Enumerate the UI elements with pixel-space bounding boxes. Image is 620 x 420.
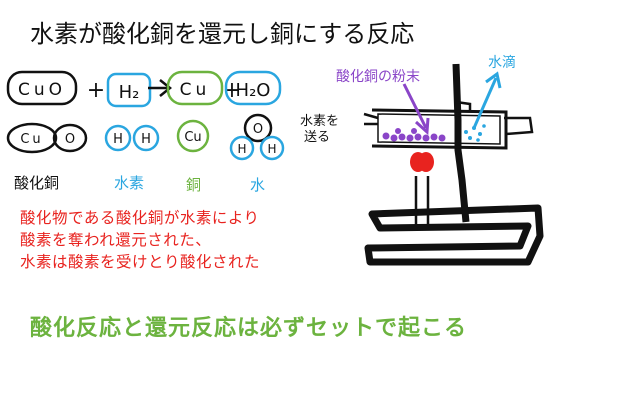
- hydrogen-inlet: [363, 112, 379, 126]
- molecule-models: Cu O H H Cu O H H: [6, 113, 285, 161]
- label-hydrogen-feed-1: 水素を: [300, 114, 340, 129]
- water-h-atom-left-label: H: [237, 142, 246, 156]
- water-h-atom-left: [229, 135, 255, 161]
- tube-outlet: [504, 116, 534, 136]
- h2-formula: H₂: [119, 82, 140, 103]
- stand-base: [364, 204, 544, 266]
- equation-row: CuO + H₂ Cu + H₂O: [6, 70, 282, 108]
- reaction-arrow-head: [159, 79, 173, 97]
- label-hydrogen-feed-2: 送る: [304, 130, 331, 145]
- h-atom-left: [104, 124, 132, 152]
- powder-pointer-arrowhead: [414, 117, 430, 136]
- burner-body: [414, 176, 430, 226]
- label-water-droplet: 水滴: [488, 55, 516, 71]
- water-h-atom-right: [259, 135, 285, 161]
- cuo-o-atom-label: O: [65, 132, 75, 147]
- h-atom-left-label: H: [113, 132, 123, 147]
- water-o-atom: [243, 113, 273, 143]
- water-o-atom-label: O: [253, 122, 263, 137]
- label-copper: 銅: [186, 176, 202, 194]
- cu-formula: Cu: [180, 80, 211, 100]
- label-copper-oxide: 酸化銅: [14, 174, 60, 192]
- cuo-formula-box: [6, 70, 78, 106]
- test-tube-inner: [377, 113, 501, 145]
- powder-pointer-arrow: [402, 83, 428, 129]
- water-h-atom-right-label: H: [267, 142, 276, 156]
- copper-oxide-powder: [382, 128, 446, 142]
- cuo-formula: CuO: [18, 80, 66, 100]
- label-water: 水: [250, 176, 266, 194]
- label-hydrogen: 水素: [114, 174, 145, 192]
- label-copper-oxide-powder: 酸化銅の粉末: [336, 69, 420, 85]
- conclusion-text: 酸化反応と還元反応は必ずセットで起こる: [30, 316, 468, 341]
- explanation-line-1: 酸化物である酸化銅が水素により: [20, 209, 260, 227]
- plus-sign-1: +: [87, 78, 105, 103]
- h2o-formula: H₂O: [236, 80, 271, 101]
- droplet-pointer-arrowhead: [485, 71, 502, 89]
- h-atom-right: [132, 124, 160, 152]
- test-tube: [371, 108, 508, 150]
- h-atom-right-label: H: [141, 132, 151, 147]
- h2o-formula-box: [224, 70, 282, 106]
- explanation-line-3: 水素は酸素を受けとり酸化された: [20, 253, 261, 271]
- cu-formula-box: [166, 70, 224, 106]
- cu-atom: [176, 119, 210, 153]
- apparatus-drawing: [363, 63, 544, 266]
- page-title: 水素が酸化銅を還元し銅にする反応: [30, 20, 415, 48]
- burner-flame-right: [418, 152, 434, 172]
- cuo-cu-atom-label: Cu: [20, 132, 43, 147]
- cuo-cu-atom: [6, 122, 58, 154]
- explanation-line-2: 酸素を奪われ還元された、: [20, 231, 212, 249]
- h2-formula-box: [106, 72, 152, 108]
- clamp-arm: [455, 100, 472, 112]
- cu-atom-label: Cu: [184, 130, 201, 145]
- droplet-pointer-arrow: [472, 77, 498, 129]
- cuo-o-atom: [52, 123, 88, 153]
